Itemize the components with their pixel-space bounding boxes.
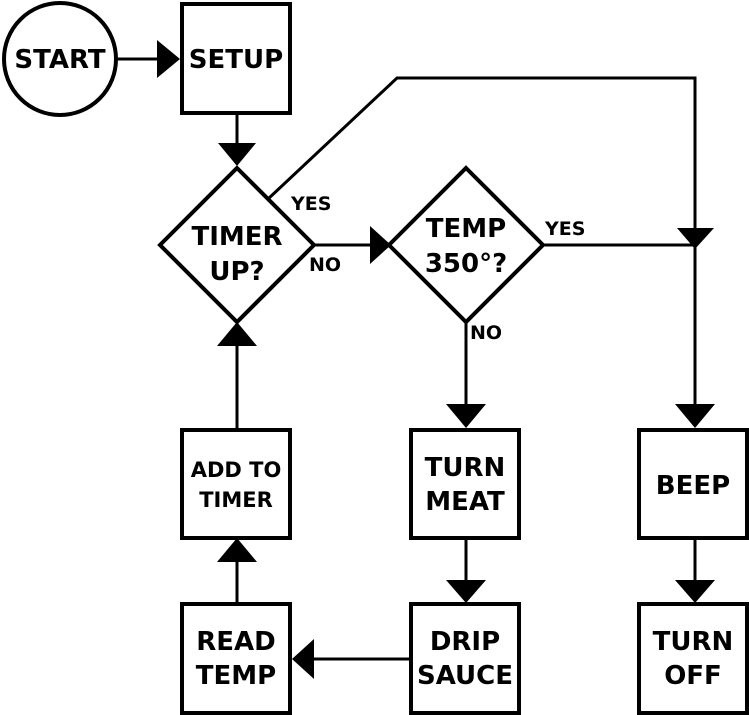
arrowhead-down-icon [446, 404, 486, 428]
arrowhead-down-icon [675, 580, 715, 603]
arrowhead-down-icon [218, 143, 256, 166]
add-to-timer-node [180, 428, 292, 540]
read-temp-node [180, 602, 292, 715]
read-temp-label-line2: TEMP [196, 661, 276, 691]
add-to-timer-label-line1: ADD TO [191, 458, 282, 482]
arrowhead-down-icon [446, 580, 486, 603]
turn-meat-node [409, 428, 521, 540]
temp-decision [386, 165, 546, 325]
arrowhead-left-icon [292, 639, 314, 679]
timer-up-label-line2: UP? [209, 257, 264, 287]
beep-label: BEEP [656, 471, 730, 501]
temp-label-line2: 350°? [425, 249, 507, 279]
arrowhead-down-icon [675, 404, 715, 428]
temp-label-line1: TEMP [426, 214, 506, 244]
timer-up-label-line1: TIMER [191, 222, 282, 252]
temp-no-label: NO [470, 322, 502, 344]
drip-sauce-label-line2: SAUCE [417, 661, 513, 691]
turn-meat-label-line1: TURN [425, 453, 506, 483]
arrowhead-right-icon [370, 226, 391, 264]
read-temp-label-line1: READ [196, 627, 276, 657]
arrowhead-up-icon [217, 322, 257, 346]
arrowhead-right-icon [157, 40, 180, 78]
turn-off-label-line2: OFF [664, 661, 722, 691]
turn-meat-label-line2: MEAT [425, 487, 505, 517]
temp-yes-label: YES [544, 218, 585, 240]
timer-yes-label: YES [290, 193, 331, 215]
setup-label: SETUP [189, 45, 283, 75]
drip-sauce-label-line1: DRIP [430, 627, 500, 657]
arrowhead-up-icon [217, 538, 257, 562]
add-to-timer-label-line2: TIMER [199, 488, 273, 512]
turn-off-label-line1: TURN [653, 627, 734, 657]
start-label: START [14, 45, 105, 75]
drip-sauce-node [409, 602, 521, 715]
turn-off-node [637, 602, 749, 715]
beep-node [637, 428, 749, 540]
arrowhead-down-icon [677, 228, 714, 249]
edge-timer-yes [266, 76, 697, 232]
timer-no-label: NO [309, 254, 341, 276]
